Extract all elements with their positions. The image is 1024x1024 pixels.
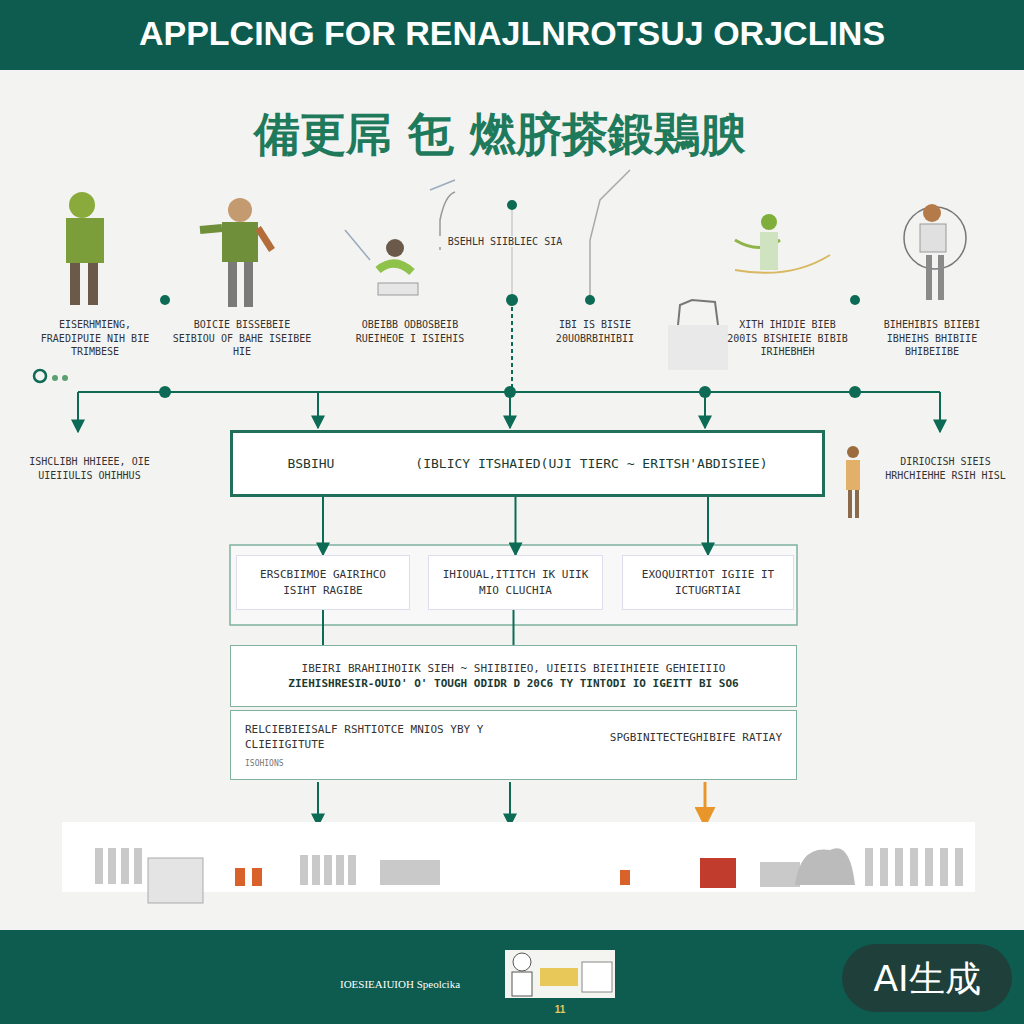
side-note: ISHCLIBH HHIEEE, OIE UIEIIULIS OHIHHUS [22, 455, 157, 482]
box-text: SPGBINITECTEGHIBIFE RATIAY [610, 730, 782, 745]
process-box: IHIOUAL,ITITCH IK UIIK MIO CLUCHIA [428, 555, 603, 610]
connector-arrow [322, 497, 324, 555]
subtitle-text: 備更屌 㐌 燃脐搽鍛鶪腴 [200, 104, 800, 166]
box-text: BSBIHU [287, 456, 334, 471]
figure-label: BSEHLH SIIBLIEC SIA [425, 236, 585, 247]
figure-caption: OBEIBB ODBOSBEIB RUEIHEOE I ISIEHIS [335, 318, 485, 345]
box-text: ERSCBIIMOE GAIRIHCO ISIHT RAGIBE [243, 567, 403, 598]
side-note: DIRIOCISH SIEIS HRHCHIEHHE RSIH HISL [878, 455, 1013, 482]
box-text: EXOQUIRTIOT IGIIE IT ICTUGRTIAI [629, 567, 787, 598]
title-text: APPLCING FOR RENAJLNROTSUJ ORJCLINS [10, 14, 1014, 53]
person-figure [66, 192, 104, 305]
figure-caption: EISERHMIENG, FRAEDIPUIE NIH BIE TRIMBESE [30, 318, 160, 359]
box-text: RELCIEBIEISALF RSHTIOTCE MNIOS YBY Y CLI… [245, 722, 567, 753]
figure-caption: BOICIE BISSEBEIE SEIBIOU OF BAHE ISEIBEE… [172, 318, 312, 359]
mascot-icon [505, 950, 615, 998]
box-text: ZIEHISHRESIR-OUIO' O' TOUGH ODIDR D 20C6… [288, 676, 738, 691]
page-number: 11 [540, 1004, 580, 1015]
figure-caption: BIHEHIBIS BIIEBI IBHEIHS BHIBIIE BHIBEII… [862, 318, 1002, 359]
connector-arrow [513, 610, 515, 645]
lamp-icon [668, 300, 728, 370]
person-figure [846, 446, 860, 518]
process-box: BSBIHU (IBLICY ITSHAIED(UJI TIERC ~ ERITS… [230, 430, 825, 497]
person-figure [200, 198, 272, 307]
process-box: ERSCBIIMOE GAIRIHCO ISIHT RAGIBE [236, 555, 410, 610]
box-text: IBEIRI BRAHIIHOIIK SIEH ~ SHIIBIIEO, UIE… [302, 661, 726, 676]
connector-arrow [322, 610, 324, 645]
person-figure [904, 204, 966, 300]
footer-text: IOESIEAIUIOH Speolcika [300, 978, 500, 990]
process-box: IBEIRI BRAHIIHOIIK SIEH ~ SHIIBIIEO, UIE… [230, 645, 797, 707]
connector-arrow [515, 497, 517, 555]
connector-arrow [707, 497, 709, 555]
building-strip [95, 848, 963, 903]
process-box: RELCIEBIEISALF RSHTIOTCE MNIOS YBY Y CLI… [230, 710, 797, 780]
box-text: (IBLICY ITSHAIED(UJI TIERC ~ ERITSH'ABDI… [415, 456, 767, 471]
box-text: ISOHIONS [245, 759, 782, 768]
process-box: EXOQUIRTIOT IGIIE IT ICTUGRTIAI [622, 555, 794, 610]
box-text: IHIOUAL,ITITCH IK UIIK MIO CLUCHIA [435, 567, 596, 598]
figure-caption: XITH IHIDIE BIEB 200IS BISHIEIE BIBIB IR… [725, 318, 850, 359]
watermark-text: AI生成 [842, 955, 1012, 1004]
figure-caption: IBI IS BISIE 20UOBRBIHIBII [530, 318, 660, 345]
person-figure [735, 214, 830, 273]
